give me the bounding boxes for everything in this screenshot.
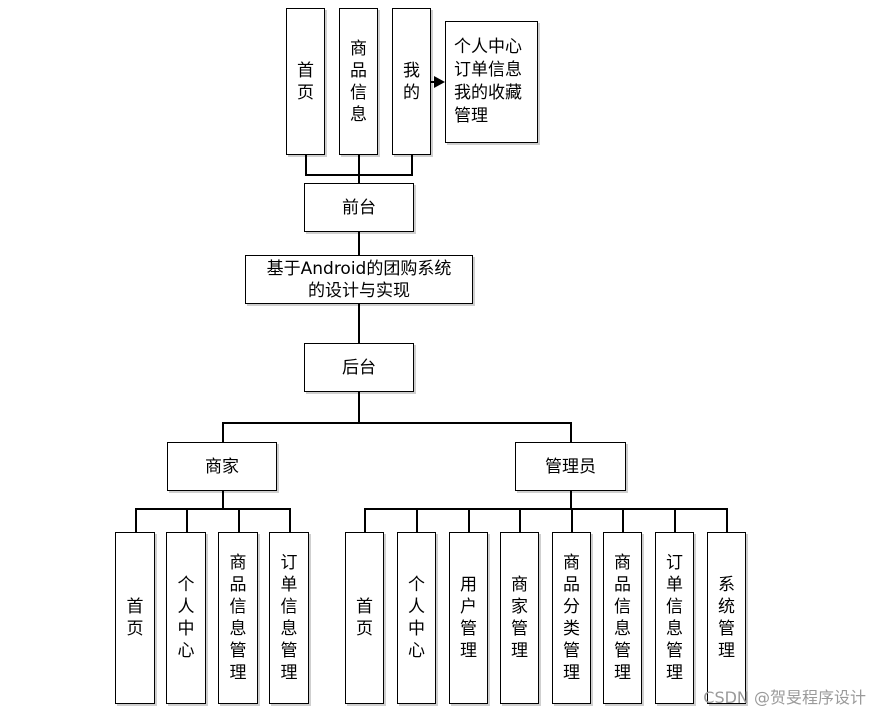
- front-node-home-label: 首页: [297, 60, 314, 103]
- merchant-child-order-info: 订单信息管理: [269, 532, 309, 704]
- admin-child-system-management: 系统管理: [707, 532, 746, 704]
- admin-drop-1: [364, 508, 366, 532]
- merchant-child-personal-center: 个人中心: [166, 532, 206, 704]
- root-title-line-2: 的设计与实现: [308, 280, 410, 301]
- connector-to-merchant: [222, 422, 224, 442]
- root-box: 基于Android的团购系统 的设计与实现: [245, 255, 473, 304]
- admin-child-merchant-management: 商家管理: [500, 532, 539, 704]
- merchant-box: 商家: [167, 442, 277, 491]
- merchant-connector-down: [222, 491, 224, 509]
- watermark: CSDN @贺旻程序设计: [703, 688, 866, 707]
- front-box: 前台: [304, 183, 414, 232]
- connector-home-down: [305, 155, 307, 175]
- admin-child-home: 首页: [345, 532, 384, 704]
- merchant-connector-bus: [135, 508, 290, 510]
- admin-box: 管理员: [515, 442, 626, 491]
- admin-drop-8: [726, 508, 728, 532]
- back-box: 后台: [304, 343, 414, 392]
- admin-connector-bus: [364, 508, 727, 510]
- admin-drop-7: [674, 508, 676, 532]
- admin-child-personal-center: 个人中心: [397, 532, 436, 704]
- admin-child-category-management: 商品分类管理: [552, 532, 591, 704]
- merchant-drop-3: [238, 508, 240, 532]
- admin-drop-2: [416, 508, 418, 532]
- merchant-child-home: 首页: [115, 532, 155, 704]
- merchant-child-product-info-label: 商品信息管理: [229, 553, 247, 683]
- merchant-child-home-label: 首页: [126, 597, 144, 639]
- admin-child-user-management: 用户管理: [449, 532, 488, 704]
- connector-back-down: [358, 392, 360, 423]
- root-title-line-1: 基于Android的团购系统: [266, 258, 452, 279]
- front-node-home: 首页: [286, 8, 325, 155]
- admin-child-system-management-label: 系统管理: [718, 575, 735, 661]
- back-box-label: 后台: [342, 357, 376, 378]
- admin-child-order-info: 订单信息管理: [655, 532, 694, 704]
- connector-root-back: [358, 304, 360, 343]
- admin-drop-3: [468, 508, 470, 532]
- admin-child-category-management-label: 商品分类管理: [563, 553, 580, 683]
- merchant-drop-1: [135, 508, 137, 532]
- admin-drop-5: [571, 508, 573, 532]
- mine-detail-line-2: 订单信息: [454, 60, 522, 80]
- mine-detail-line-1: 个人中心: [454, 37, 522, 57]
- merchant-drop-2: [186, 508, 188, 532]
- merchant-drop-4: [289, 508, 291, 532]
- admin-drop-6: [622, 508, 624, 532]
- front-node-mine: 我的: [392, 8, 431, 155]
- merchant-child-order-info-label: 订单信息管理: [280, 553, 298, 683]
- admin-child-product-info-label: 商品信息管理: [614, 553, 631, 683]
- front-node-mine-label: 我的: [403, 60, 420, 103]
- connector-mine-down: [411, 155, 413, 175]
- front-node-product-info-label: 商品信息: [350, 38, 367, 125]
- merchant-child-product-info: 商品信息管理: [218, 532, 258, 704]
- admin-child-product-info: 商品信息管理: [603, 532, 642, 704]
- admin-drop-4: [519, 508, 521, 532]
- front-box-label: 前台: [342, 197, 376, 218]
- admin-child-user-management-label: 用户管理: [460, 575, 477, 661]
- admin-connector-down: [570, 491, 572, 509]
- connector-front-bus: [305, 174, 413, 176]
- admin-box-label: 管理员: [545, 456, 596, 477]
- merchant-child-personal-center-label: 个人中心: [177, 575, 195, 661]
- admin-child-home-label: 首页: [356, 597, 373, 639]
- mine-detail-line-3: 我的收藏: [454, 83, 522, 103]
- connector-product-down: [358, 155, 360, 183]
- mine-arrow-line: [431, 81, 435, 83]
- admin-child-order-info-label: 订单信息管理: [666, 553, 683, 683]
- mine-arrowhead: [434, 76, 445, 88]
- connector-front-root: [358, 232, 360, 255]
- mine-detail-line-4: 管理: [454, 106, 488, 126]
- connector-to-admin: [570, 422, 572, 442]
- connector-back-bus: [222, 422, 571, 424]
- merchant-box-label: 商家: [205, 456, 239, 477]
- admin-child-merchant-management-label: 商家管理: [511, 575, 528, 661]
- admin-child-personal-center-label: 个人中心: [408, 575, 425, 661]
- front-node-product-info: 商品信息: [339, 8, 378, 155]
- mine-detail-box: 个人中心 订单信息 我的收藏 管理: [445, 21, 538, 143]
